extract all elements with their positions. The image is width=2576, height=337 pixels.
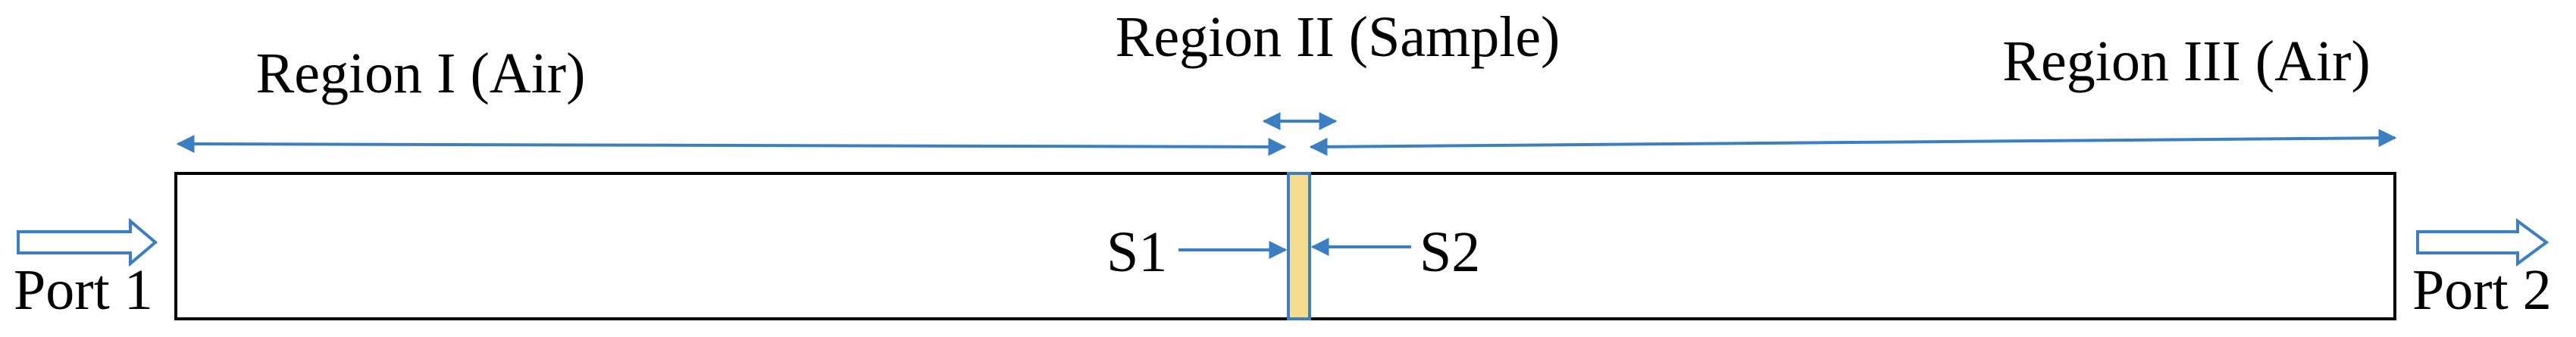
waveguide-body bbox=[174, 172, 2396, 320]
port-1-arrow-icon bbox=[17, 217, 158, 267]
surface-s1-label: S1 bbox=[1106, 220, 1167, 284]
sample-slab bbox=[1287, 172, 1311, 320]
region-1-extent-arrow bbox=[176, 135, 1287, 156]
region-1-label: Region I (Air) bbox=[256, 42, 586, 105]
region-3-label: Region III (Air) bbox=[2002, 30, 2370, 93]
region-2-label: Region II (Sample) bbox=[1116, 5, 1560, 69]
port-2-label: Port 2 bbox=[2412, 258, 2552, 322]
port-1-label: Port 1 bbox=[14, 258, 153, 322]
surface-s2-label: S2 bbox=[1419, 220, 1480, 284]
region-3-extent-arrow bbox=[1309, 129, 2397, 156]
port-2-arrow-icon bbox=[2416, 218, 2549, 267]
